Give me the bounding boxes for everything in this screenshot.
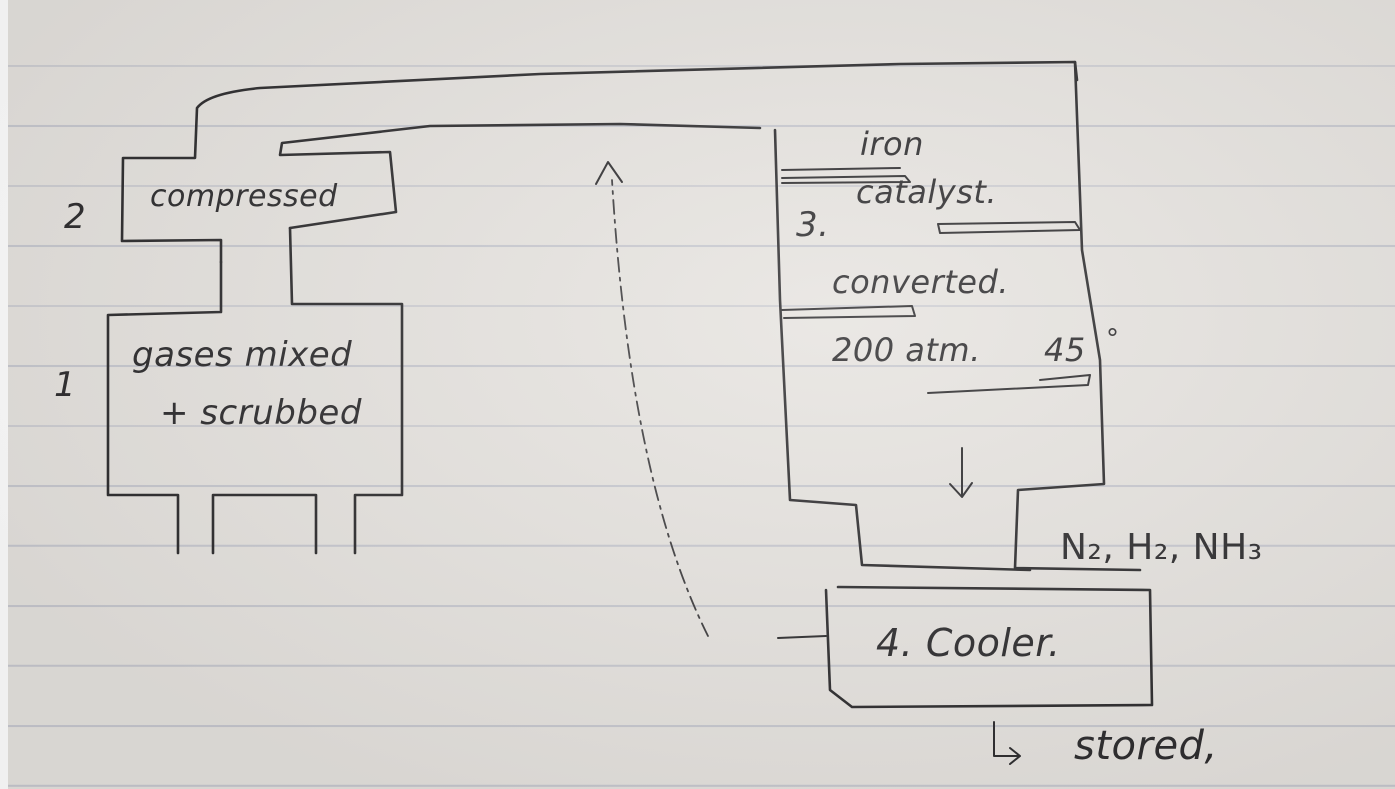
temperature-label: 45 xyxy=(1044,334,1086,366)
step3-number: 3. xyxy=(796,208,829,242)
recycle-arrowhead xyxy=(596,162,622,184)
step2-box xyxy=(122,62,1077,262)
step3-converter-right-wall xyxy=(1015,62,1140,570)
step1-line2: + scrubbed xyxy=(160,396,362,430)
step2-box-right xyxy=(280,124,760,228)
stored-label: stored, xyxy=(1074,726,1218,766)
cooler-inlet-line xyxy=(778,636,826,638)
catalyst-shelf-2 xyxy=(938,222,1080,233)
converted-label: converted. xyxy=(832,266,1009,298)
step2-label: compressed xyxy=(150,182,338,212)
catalyst-line1: iron xyxy=(860,128,924,160)
step1-line1: gases mixed xyxy=(132,338,352,372)
outflow-gases-label: N₂, H₂, NH₃ xyxy=(1060,530,1263,566)
degree-symbol: ° xyxy=(1106,326,1120,352)
catalyst-line2: catalyst. xyxy=(856,176,997,208)
catalyst-shelf-4 xyxy=(928,375,1090,393)
step1-number: 1 xyxy=(54,368,76,402)
down-arrow xyxy=(950,448,972,497)
pressure-label: 200 atm. xyxy=(832,334,981,366)
step2-number: 2 xyxy=(64,200,86,234)
step4-cooler-label: 4. Cooler. xyxy=(876,624,1061,662)
stored-arrow-line xyxy=(994,722,1020,764)
catalyst-shelf-3 xyxy=(782,306,915,318)
recycle-dashed-arrow xyxy=(612,180,708,636)
step1-box xyxy=(108,228,402,553)
